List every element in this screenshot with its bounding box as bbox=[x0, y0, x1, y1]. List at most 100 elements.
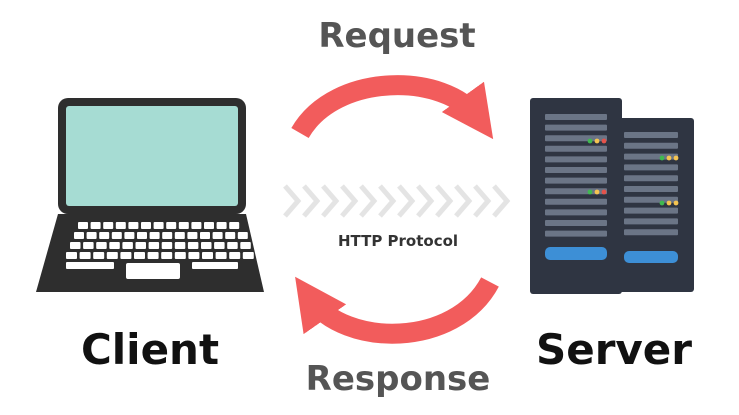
chevron bbox=[435, 184, 454, 218]
response-arrow bbox=[295, 276, 499, 344]
keyboard-key bbox=[187, 232, 198, 239]
keyboard-key bbox=[227, 242, 238, 249]
response-label: Response bbox=[306, 359, 491, 399]
server-bay bbox=[624, 164, 678, 171]
status-led bbox=[601, 138, 607, 144]
keyboard-key bbox=[188, 252, 200, 259]
keyboard-key bbox=[66, 252, 77, 259]
status-led bbox=[673, 155, 679, 161]
keyboard-key bbox=[99, 232, 110, 239]
keyboard-key bbox=[103, 222, 114, 229]
keyboard-key bbox=[106, 252, 118, 259]
keyboard-key bbox=[115, 222, 126, 229]
server-bays-front bbox=[545, 114, 607, 237]
keyboard-key bbox=[187, 242, 199, 249]
keyboard-key bbox=[215, 252, 227, 259]
curved-arrow-right-icon bbox=[291, 75, 494, 140]
keyboard-key bbox=[149, 232, 160, 239]
chevron bbox=[454, 184, 473, 218]
server-bay bbox=[624, 132, 678, 138]
chevron bbox=[416, 184, 435, 218]
keyboard-key bbox=[93, 252, 105, 259]
chevron bbox=[283, 184, 302, 218]
keyboard-key bbox=[109, 242, 120, 249]
server-bay bbox=[624, 218, 678, 225]
keyboard-key bbox=[192, 262, 238, 269]
server-bays-back bbox=[624, 132, 679, 236]
keyboard-key bbox=[111, 232, 122, 239]
keyboard-key bbox=[79, 252, 91, 259]
request-arrow bbox=[291, 75, 494, 140]
keyboard-key bbox=[201, 242, 212, 249]
keyboard-key bbox=[70, 242, 81, 249]
chevron bbox=[321, 184, 340, 218]
server-bay bbox=[624, 142, 678, 149]
status-led bbox=[666, 155, 672, 161]
server-bay bbox=[545, 145, 607, 152]
status-led bbox=[659, 155, 665, 161]
keyboard-key bbox=[229, 252, 241, 259]
server-bay bbox=[545, 177, 607, 184]
keyboard-key bbox=[74, 232, 84, 239]
keyboard-key bbox=[166, 222, 177, 229]
server-back-highlight bbox=[624, 251, 678, 263]
keyboard-key bbox=[212, 232, 223, 239]
status-led bbox=[594, 138, 600, 144]
server-bay bbox=[545, 220, 607, 226]
chevron bbox=[378, 184, 397, 218]
keyboard-key bbox=[147, 252, 159, 259]
keyboard-key bbox=[86, 232, 97, 239]
keyboard-key bbox=[174, 242, 186, 249]
keyboard-key bbox=[202, 252, 213, 259]
keyboard-key bbox=[96, 242, 107, 249]
keyboard-key bbox=[83, 242, 94, 249]
server-bay bbox=[545, 198, 607, 205]
keyboard-key bbox=[161, 242, 173, 249]
server-bay bbox=[545, 124, 607, 131]
chevron bbox=[473, 184, 492, 218]
keyboard-key bbox=[225, 232, 236, 239]
chevron bbox=[302, 184, 321, 218]
server-label: Server bbox=[536, 325, 692, 374]
keyboard-key bbox=[141, 222, 151, 229]
keyboard-key bbox=[174, 232, 185, 239]
laptop-screen bbox=[66, 106, 238, 206]
keyboard-key bbox=[174, 252, 186, 259]
keyboard-key bbox=[66, 262, 114, 269]
chevron bbox=[397, 184, 416, 218]
keyboard-key bbox=[124, 232, 135, 239]
server-bay bbox=[624, 186, 678, 192]
status-led bbox=[666, 200, 672, 206]
keyboard-key bbox=[78, 222, 88, 229]
keyboard-key bbox=[135, 242, 146, 249]
keyboard-key bbox=[134, 252, 145, 259]
status-led bbox=[601, 189, 607, 195]
keyboard-key bbox=[204, 222, 214, 229]
chevron bbox=[359, 184, 378, 218]
server-bay bbox=[545, 114, 607, 120]
server-bay bbox=[545, 230, 607, 237]
client-label: Client bbox=[81, 325, 219, 374]
touchpad bbox=[126, 263, 180, 279]
protocol-label: HTTP Protocol bbox=[338, 232, 458, 250]
keyboard-key bbox=[178, 222, 189, 229]
status-led bbox=[673, 200, 679, 206]
keyboard-key bbox=[240, 242, 251, 249]
keyboard-key bbox=[242, 252, 254, 259]
keyboard-key bbox=[153, 222, 164, 229]
keyboard-key bbox=[161, 252, 173, 259]
server-bay bbox=[545, 156, 607, 163]
keyboard-key bbox=[122, 242, 133, 249]
server-bay bbox=[624, 229, 678, 236]
server-bay bbox=[545, 209, 607, 216]
status-led bbox=[587, 189, 593, 195]
keyboard-key bbox=[237, 232, 248, 239]
laptop-icon bbox=[36, 98, 264, 292]
status-led bbox=[594, 189, 600, 195]
server-bay bbox=[624, 153, 678, 160]
chevron bbox=[340, 184, 359, 218]
server-rack-icon bbox=[530, 98, 694, 294]
server-front-highlight bbox=[545, 247, 607, 260]
keyboard bbox=[66, 222, 254, 269]
